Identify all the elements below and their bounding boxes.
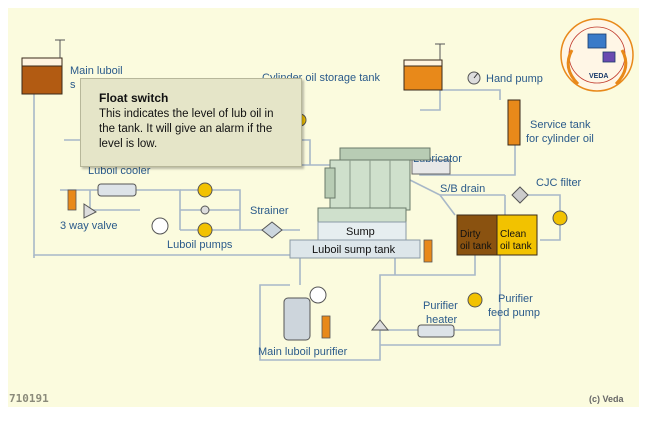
- main-luboil-tank[interactable]: [21, 39, 65, 95]
- purifier-heater[interactable]: [370, 319, 455, 338]
- clean-oil-tank[interactable]: [496, 214, 538, 256]
- service-tank-cylinder-oil[interactable]: [507, 99, 521, 146]
- dirty-oil-tank[interactable]: [456, 214, 498, 256]
- cylinder-oil-storage-tank[interactable]: [403, 43, 445, 91]
- label-dirty-oil-tank-line1: Dirty: [460, 229, 481, 240]
- label-sb-drain: S/B drain: [440, 183, 485, 195]
- luboil-cooler[interactable]: [97, 183, 137, 197]
- label-clean-oil-tank-line1: Clean: [500, 229, 526, 240]
- label-dirty-oil-tank-line2: oil tank: [460, 241, 493, 252]
- strainer[interactable]: [261, 221, 283, 239]
- label-luboil-cooler: Luboil cooler: [88, 165, 151, 177]
- luboil-sump-tank[interactable]: [289, 239, 433, 263]
- hand-pump[interactable]: [467, 71, 481, 85]
- logo-text: VEDA: [589, 73, 608, 80]
- label-service-tank-line1: Service tank: [530, 119, 591, 131]
- cjc-pump[interactable]: [552, 210, 568, 226]
- label-luboil-pumps: Luboil pumps: [167, 239, 233, 251]
- label-purifier-heater-line1: Purifier: [423, 300, 458, 312]
- label-clean-oil-tank-line2: oil tank: [500, 241, 533, 252]
- luboil-pumps[interactable]: [151, 182, 213, 238]
- lubricator[interactable]: [411, 159, 451, 175]
- veda-logo: [560, 18, 634, 92]
- label-purifier-heater-line2: heater: [426, 314, 458, 326]
- label-sump: Sump: [346, 226, 375, 238]
- purifier-feed-pump[interactable]: [467, 292, 483, 308]
- label-main-luboil-purifier: Main luboil purifier: [258, 346, 348, 358]
- label-strainer: Strainer: [250, 205, 289, 217]
- main-luboil-purifier[interactable]: [283, 286, 331, 341]
- tooltip-title: Float switch: [99, 91, 169, 105]
- label-main-luboil-fragment: s: [70, 79, 76, 91]
- diagram-code: 710191: [9, 392, 49, 405]
- label-purifier-feed-pump-line1: Purifier: [498, 293, 533, 305]
- label-three-way-valve: 3 way valve: [60, 220, 117, 232]
- label-service-tank-line2: for cylinder oil: [526, 133, 594, 145]
- label-main-luboil: Main luboil: [70, 65, 123, 77]
- label-hand-pump: Hand pump: [486, 73, 543, 85]
- float-switch-tooltip: Float switch This indicates the level of…: [80, 78, 302, 167]
- pipework: [33, 89, 561, 361]
- three-way-valve[interactable]: [67, 189, 97, 219]
- label-purifier-feed-pump-line2: feed pump: [488, 307, 540, 319]
- label-luboil-sump-tank: Luboil sump tank: [312, 244, 396, 256]
- cjc-filter[interactable]: [511, 186, 529, 204]
- copyright: (c) Veda: [589, 394, 625, 404]
- label-cjc-filter: CJC filter: [536, 177, 582, 189]
- tooltip-body: This indicates the level of lub oil in t…: [99, 108, 274, 150]
